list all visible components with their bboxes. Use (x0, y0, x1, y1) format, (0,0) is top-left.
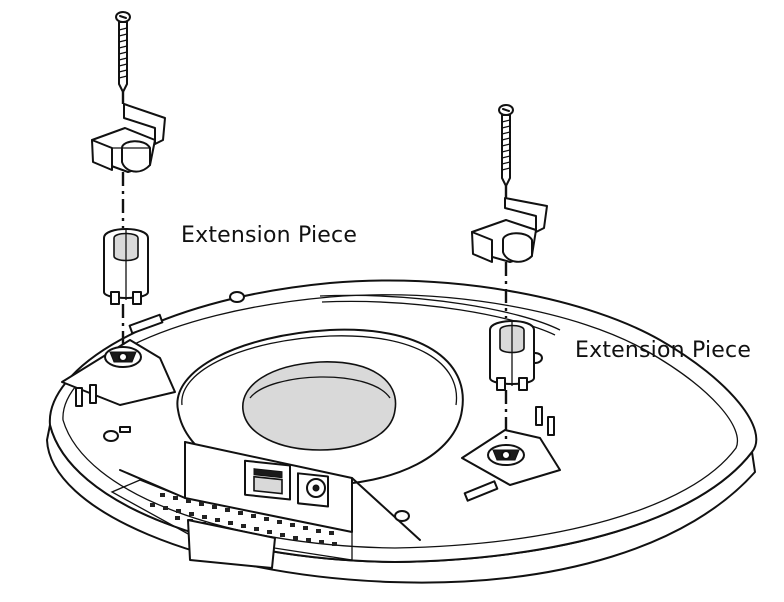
right-mount-assembly (471, 104, 548, 466)
right-clip-bracket (471, 197, 548, 263)
left-anchor (104, 346, 142, 368)
right-extension-piece (489, 320, 535, 391)
left-screw (115, 11, 131, 93)
extension-piece-label-left: Extension Piece (181, 223, 358, 248)
left-mount-assembly (91, 11, 166, 368)
ethernet-port (244, 459, 291, 501)
left-extension-piece (103, 228, 149, 305)
front-tab (187, 519, 276, 569)
access-point-body (46, 279, 758, 584)
left-clip-bracket (91, 103, 166, 173)
extension-piece-label-right: Extension Piece (575, 338, 752, 363)
right-anchor (487, 444, 525, 466)
right-screw (498, 104, 514, 187)
power-port (297, 472, 329, 508)
